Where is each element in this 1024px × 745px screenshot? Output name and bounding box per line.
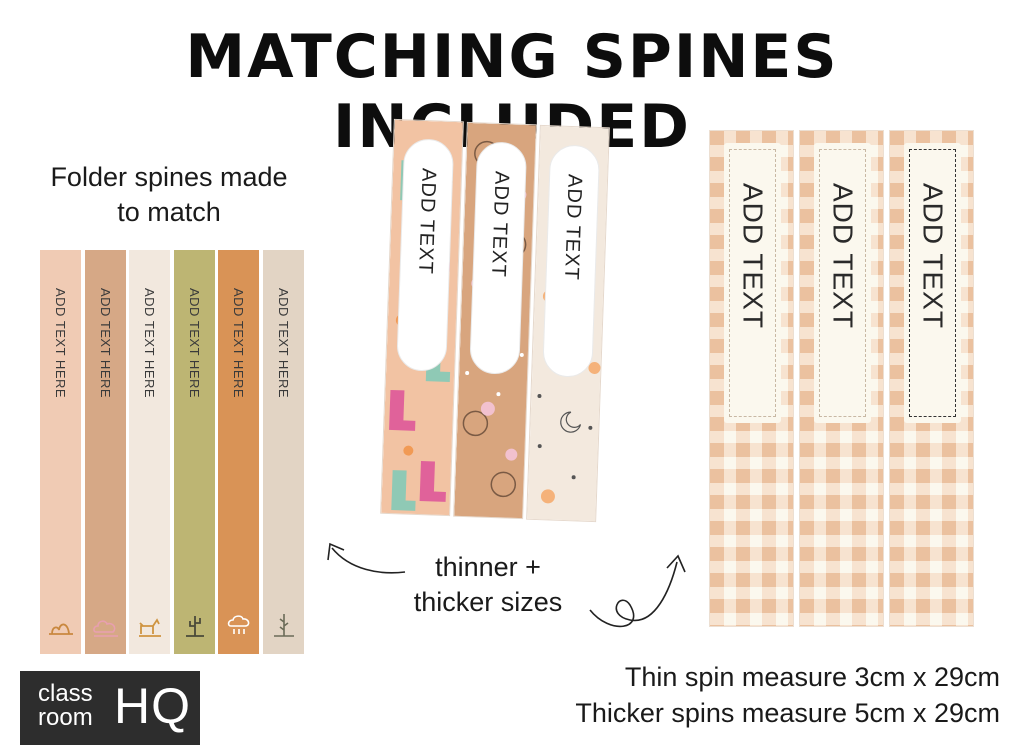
pattern-spine-label-pill[interactable]: ADD TEXT bbox=[542, 144, 601, 378]
rain-cloud-icon bbox=[227, 615, 249, 634]
logo-text: class bbox=[38, 680, 93, 707]
folder-spine-label[interactable]: ADD TEXT HERE bbox=[231, 288, 246, 399]
logo-text: room bbox=[38, 704, 93, 731]
gingham-spine: ADD TEXT bbox=[889, 130, 974, 627]
gingham-label-box[interactable]: ADD TEXT bbox=[724, 143, 781, 423]
plant-icon bbox=[273, 614, 294, 637]
pattern-spine-label-pill[interactable]: ADD TEXT bbox=[396, 138, 455, 372]
folder-spine: ADD TEXT HERE bbox=[263, 250, 304, 654]
folder-spine: ADD TEXT HERE bbox=[174, 250, 215, 654]
folder-spine-label[interactable]: ADD TEXT HERE bbox=[187, 288, 202, 399]
pattern-spine-boots: ADD TEXT bbox=[380, 118, 464, 517]
caption-line: thicker sizes bbox=[413, 587, 563, 617]
gingham-label-box[interactable]: ADD TEXT bbox=[904, 143, 961, 423]
thick-spine-measurement: Thicker spins measure 5cm x 29cm bbox=[575, 698, 1000, 728]
left-arrow-icon bbox=[327, 542, 406, 574]
folder-spines-caption: Folder spines made to match bbox=[28, 160, 310, 230]
classroom-hq-logo: class room HQ bbox=[20, 671, 200, 745]
pattern-spine-label: ADD TEXT bbox=[487, 170, 513, 279]
gingham-spine-label: ADD TEXT bbox=[827, 183, 859, 329]
folder-spine-label[interactable]: ADD TEXT HERE bbox=[53, 288, 68, 399]
folder-spine-label[interactable]: ADD TEXT HERE bbox=[142, 288, 157, 399]
logo-mark: HQ bbox=[114, 678, 191, 734]
pattern-spine-moon: ADD TEXT bbox=[526, 124, 610, 523]
gingham-spine-label: ADD TEXT bbox=[917, 183, 949, 329]
gingham-spine: ADD TEXT bbox=[709, 130, 794, 627]
caption-line: thinner + bbox=[435, 552, 541, 582]
folder-spine: ADD TEXT HERE bbox=[129, 250, 170, 654]
loop-arrow-icon bbox=[589, 554, 686, 628]
caption-line: Folder spines made bbox=[50, 162, 288, 192]
pattern-spine-compass: ADD TEXT bbox=[453, 121, 537, 520]
gingham-spine-label: ADD TEXT bbox=[737, 183, 769, 329]
desert-rock-icon bbox=[48, 623, 73, 635]
folder-spine: ADD TEXT HERE bbox=[218, 250, 259, 654]
pattern-spine-label: ADD TEXT bbox=[560, 173, 586, 282]
sizes-caption: thinner + thicker sizes bbox=[398, 550, 578, 620]
folder-spine: ADD TEXT HERE bbox=[85, 250, 126, 654]
gingham-label-box[interactable]: ADD TEXT bbox=[814, 143, 871, 423]
folder-spine: ADD TEXT HERE bbox=[40, 250, 81, 654]
cactus-icon bbox=[185, 616, 204, 637]
pattern-spine-label: ADD TEXT bbox=[414, 167, 440, 276]
pattern-spine-label-pill[interactable]: ADD TEXT bbox=[469, 141, 528, 375]
thin-spine-measurement: Thin spin measure 3cm x 29cm bbox=[624, 662, 1000, 692]
caption-line: to match bbox=[117, 197, 221, 227]
folder-spine-label[interactable]: ADD TEXT HERE bbox=[98, 288, 113, 399]
folder-spine-label[interactable]: ADD TEXT HERE bbox=[276, 288, 291, 399]
cloud-icon bbox=[92, 620, 118, 637]
gingham-spine: ADD TEXT bbox=[799, 130, 884, 627]
dog-icon bbox=[138, 618, 161, 637]
